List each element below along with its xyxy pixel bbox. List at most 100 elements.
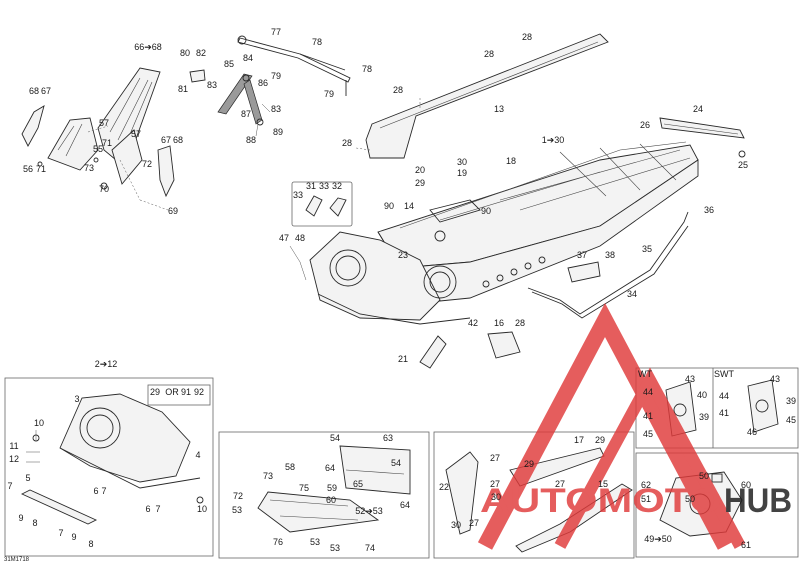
callout-label: 23 bbox=[398, 250, 408, 260]
callout-label: 32 bbox=[332, 181, 342, 191]
callout-label: 9 bbox=[71, 532, 76, 542]
tunnel-cover bbox=[355, 33, 609, 159]
callout-label: 8 bbox=[32, 518, 37, 528]
diagram-code: 31M1718 bbox=[4, 557, 30, 563]
callout-label: 57 bbox=[99, 118, 109, 128]
callout-label: 7 bbox=[101, 486, 106, 496]
callout-label: 77 bbox=[271, 27, 281, 37]
callout-label: 81 bbox=[178, 84, 188, 94]
callout-label: 30 bbox=[451, 520, 461, 530]
callout-label: 13 bbox=[494, 104, 504, 114]
callout-label: 5 bbox=[25, 473, 30, 483]
callout-label: 40 bbox=[697, 390, 707, 400]
callout-label: 60 bbox=[326, 495, 336, 505]
callout-label: 50 bbox=[699, 471, 709, 481]
callout-label: 44 bbox=[719, 391, 729, 401]
callout-label: 43 bbox=[770, 374, 780, 384]
callout-label: 71 bbox=[36, 164, 46, 174]
callout-label: 8 bbox=[88, 539, 93, 549]
callout-label: 68 bbox=[173, 135, 183, 145]
callout-label: 47 bbox=[279, 233, 289, 243]
callout-label: 27 bbox=[555, 479, 565, 489]
callout-label: 30 bbox=[457, 157, 467, 167]
watermark-brand-right: HUB bbox=[724, 482, 792, 520]
callout-label: 75 bbox=[299, 483, 309, 493]
callout-label: 50 bbox=[685, 494, 695, 504]
callout-label: 19 bbox=[457, 168, 467, 178]
callout-label: 29 bbox=[150, 387, 160, 397]
callout-label: 66➔68 bbox=[134, 42, 162, 52]
callout-label: 2➔12 bbox=[95, 359, 118, 369]
callout-label: 17 bbox=[574, 435, 584, 445]
inset-box-49-50 bbox=[635, 452, 799, 558]
callout-label: OR bbox=[165, 387, 179, 397]
callout-label: 82 bbox=[196, 48, 206, 58]
callout-label: 28 bbox=[522, 32, 532, 42]
callout-label: 52➔53 bbox=[355, 506, 383, 516]
callout-label: 72 bbox=[233, 491, 243, 501]
callout-label: 83 bbox=[271, 104, 281, 114]
callout-label: 46 bbox=[747, 427, 757, 437]
callout-label: 78 bbox=[362, 64, 372, 74]
callout-label: 22 bbox=[439, 482, 449, 492]
callout-label: 88 bbox=[246, 135, 256, 145]
callout-label: 12 bbox=[9, 454, 19, 464]
callout-label: 79 bbox=[324, 89, 334, 99]
callout-label: 78 bbox=[312, 37, 322, 47]
callout-label: 90 bbox=[384, 201, 394, 211]
callout-label: 53 bbox=[310, 537, 320, 547]
callout-label: 64 bbox=[400, 500, 410, 510]
callout-label: 27 bbox=[469, 518, 479, 528]
callout-label: 3 bbox=[74, 394, 79, 404]
callout-label: 7 bbox=[155, 504, 160, 514]
callout-label: 6 bbox=[93, 486, 98, 496]
callout-label: 42 bbox=[468, 318, 478, 328]
callout-label: 45 bbox=[643, 429, 653, 439]
callout-label: 87 bbox=[241, 109, 251, 119]
callout-label: 39 bbox=[699, 412, 709, 422]
callout-label: 74 bbox=[365, 543, 375, 553]
callout-label: 83 bbox=[207, 80, 217, 90]
callout-label: 28 bbox=[484, 49, 494, 59]
watermark-triangle-left bbox=[477, 302, 733, 550]
steering-linkage bbox=[189, 35, 351, 137]
callout-label: 41 bbox=[719, 408, 729, 418]
callout-label: 72 bbox=[142, 159, 152, 169]
watermark: AUTOMOTO HUB bbox=[477, 302, 792, 550]
callout-label: 31 bbox=[306, 181, 316, 191]
callout-label: 60 bbox=[741, 480, 751, 490]
callout-label: 26 bbox=[640, 120, 650, 130]
callout-label: 28 bbox=[342, 138, 352, 148]
callout-label: 70 bbox=[99, 184, 109, 194]
callout-label: 39 bbox=[786, 396, 796, 406]
callout-label: 67 bbox=[41, 86, 51, 96]
callout-label: WT bbox=[638, 369, 652, 379]
inset-box-2-12 bbox=[4, 377, 214, 557]
callout-label: 85 bbox=[224, 59, 234, 69]
callout-label: 91 bbox=[181, 387, 191, 397]
callout-label: 34 bbox=[627, 289, 637, 299]
callout-label: 48 bbox=[295, 233, 305, 243]
callout-label: 73 bbox=[263, 471, 273, 481]
callout-label: 68 bbox=[29, 86, 39, 96]
callout-label: 7 bbox=[7, 481, 12, 491]
callout-label: 30 bbox=[491, 492, 501, 502]
callout-label: 89 bbox=[273, 127, 283, 137]
callout-label: 28 bbox=[393, 85, 403, 95]
callout-label: 33 bbox=[293, 190, 303, 200]
callout-label: 44 bbox=[643, 387, 653, 397]
callout-label: 21 bbox=[398, 354, 408, 364]
callout-label: 79 bbox=[271, 71, 281, 81]
callout-label: 16 bbox=[494, 318, 504, 328]
callout-label: 65 bbox=[353, 479, 363, 489]
callout-label: 29 bbox=[415, 178, 425, 188]
callout-label: 57 bbox=[131, 129, 141, 139]
inset-box-52-53 bbox=[218, 431, 430, 559]
callout-label: 33 bbox=[319, 181, 329, 191]
callout-label: 25 bbox=[738, 160, 748, 170]
inset-underbody bbox=[257, 445, 411, 533]
callout-label: 27 bbox=[490, 453, 500, 463]
callout-label: 38 bbox=[605, 250, 615, 260]
rear-parts bbox=[527, 117, 746, 319]
